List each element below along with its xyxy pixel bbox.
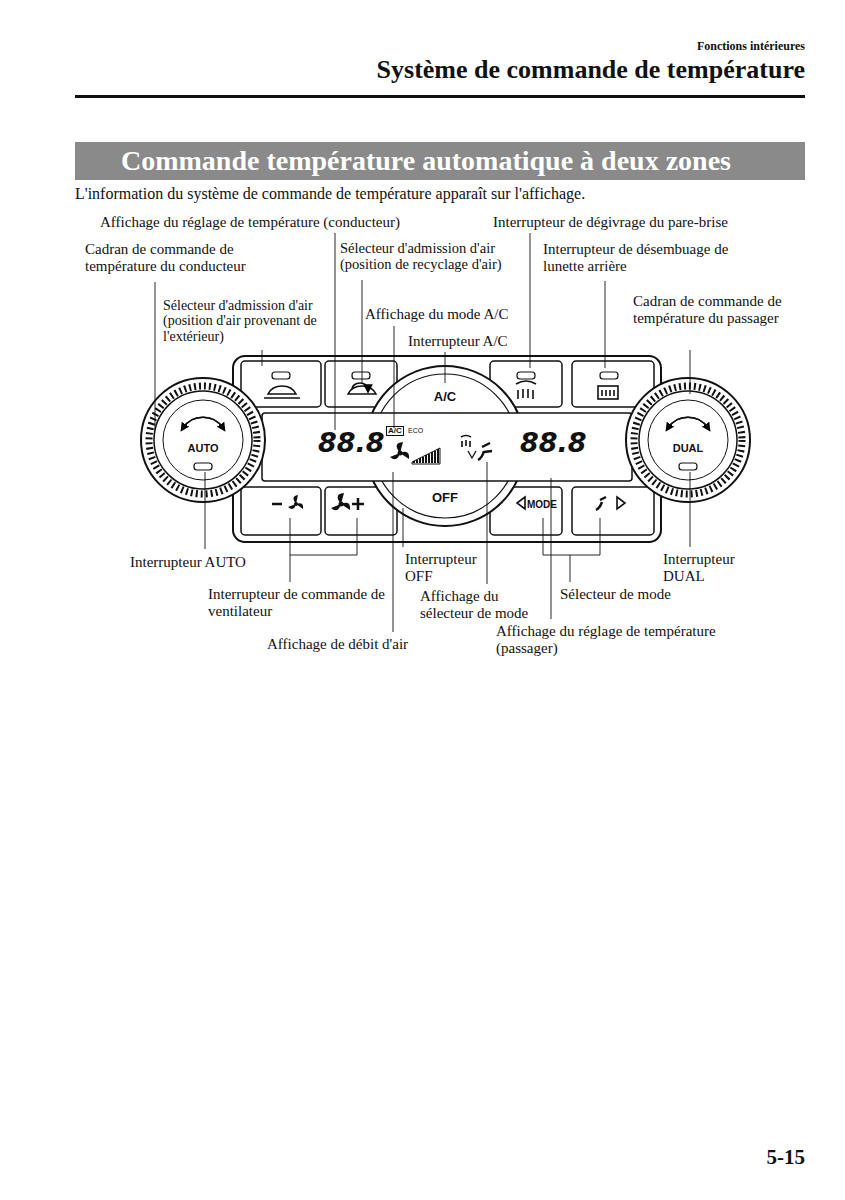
button-icons — [264, 381, 625, 510]
intro-text: L'information du système de commande de … — [75, 185, 585, 203]
band-heading: Commande température automatique à deux … — [121, 144, 795, 178]
lcd-display: 88.8A/CECO88.8 — [262, 413, 632, 481]
callout-label: Interrupteur DUAL — [663, 551, 758, 584]
eco-indicator: ECO — [408, 427, 423, 434]
page-number: 5-15 — [767, 1146, 806, 1169]
mode-button: MODE — [524, 497, 560, 512]
callout-label: Affichage de débit d'air — [267, 636, 408, 653]
callout-label: Interrupteur A/C — [408, 333, 508, 350]
callout-label: Affichage du réglage de température (pas… — [496, 623, 761, 656]
button-label: OFF — [432, 491, 458, 505]
auto-button: AUTO — [185, 440, 222, 456]
button-label: DUAL — [673, 442, 704, 454]
button-label: AUTO — [188, 442, 219, 454]
callout-label: Interrupteur OFF — [405, 551, 495, 584]
page-heading: Système de commande de température — [377, 56, 805, 85]
off-button: OFF — [429, 489, 461, 507]
button-label: MODE — [527, 499, 557, 510]
dual-button: DUAL — [670, 440, 707, 456]
callout-label: Interrupteur de dégivrage du pare-brise — [493, 214, 728, 231]
callout-label: Affichage du sélecteur de mode — [420, 588, 552, 621]
callout-label: Sélecteur d'admission d'air (position d'… — [163, 298, 341, 344]
callout-label: Affichage du réglage de température (con… — [100, 214, 400, 231]
ac-button: A/C — [431, 388, 459, 406]
callout-label: Cadran de commande de température du pas… — [633, 293, 798, 326]
callout-label: Interrupteur AUTO — [130, 554, 246, 571]
control-panel — [141, 356, 750, 542]
section-name: Fonctions intérieures — [697, 40, 805, 53]
callout-label: Interrupteur de désembuage de lunette ar… — [543, 241, 763, 274]
header-rule — [75, 95, 805, 98]
mode-display-icons — [461, 436, 492, 461]
ac-indicator: A/C — [386, 426, 404, 436]
indicator-lamps — [194, 372, 697, 470]
dial-arrows — [183, 417, 708, 428]
section-band: Commande température automatique à deux … — [75, 142, 805, 180]
button-label: A/C — [434, 390, 456, 404]
callout-label: Affichage du mode A/C — [365, 306, 508, 323]
callout-label: Interrupteur de commande de ventilateur — [208, 586, 388, 619]
temperature-readout: 88.8 — [318, 429, 385, 456]
callout-label: Sélecteur d'admission d'air (position de… — [340, 241, 515, 273]
callout-label: Cadran de commande de température du con… — [85, 241, 280, 274]
temperature-readout: 88.8 — [520, 429, 587, 456]
leader-lines — [155, 233, 690, 632]
callout-label: Sélecteur de mode — [560, 586, 671, 603]
